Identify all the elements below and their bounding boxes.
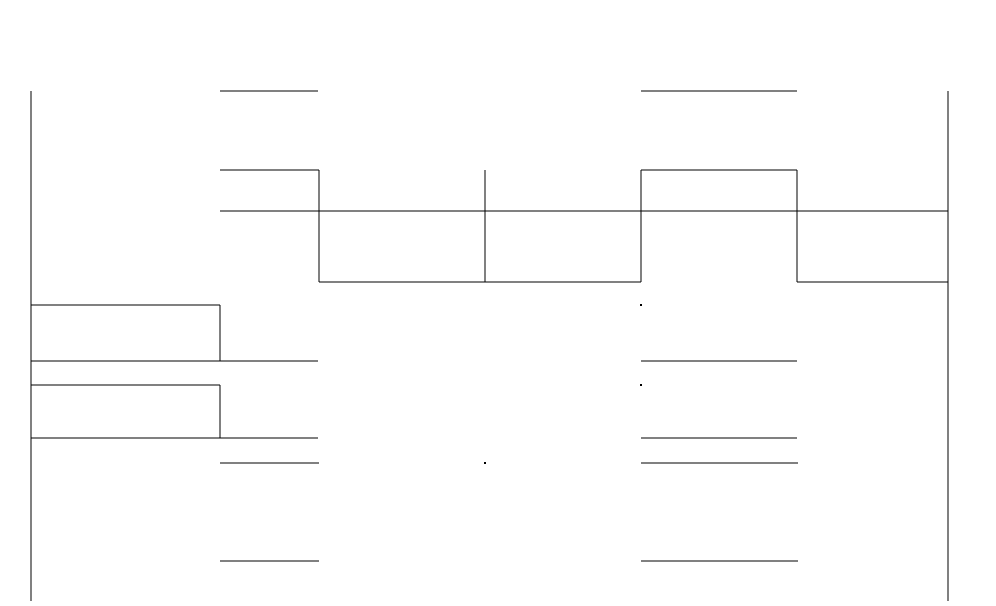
tick-mark-3 <box>484 462 486 464</box>
tick-mark-2 <box>640 384 642 386</box>
tick-mark-1 <box>640 304 642 306</box>
